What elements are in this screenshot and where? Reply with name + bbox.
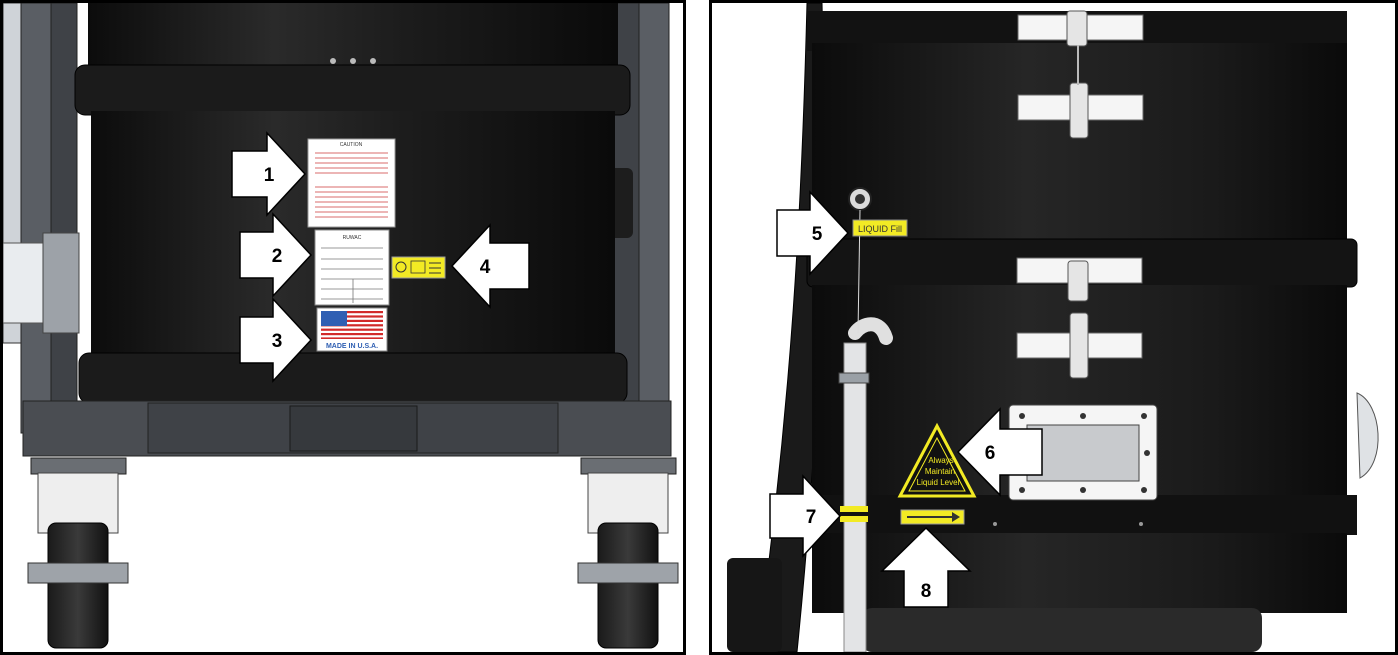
callout-arrow-2: 2 — [239, 212, 313, 298]
right-caster — [577, 457, 679, 649]
left-caster — [27, 457, 129, 649]
warning-line-1: Always — [928, 456, 953, 465]
callout-number-1: 1 — [264, 165, 275, 186]
front-view-panel: CAUTION RUWAC — [0, 0, 686, 655]
nameplate-brand: RUWAC — [343, 235, 362, 241]
made-in-usa-label: MADE IN U.S.A. — [316, 307, 388, 352]
warning-line-3: Liquid Level — [917, 478, 960, 487]
lower-latch — [1016, 257, 1143, 379]
callout-number-7: 7 — [806, 507, 817, 528]
caution-title: CAUTION — [340, 142, 363, 148]
liquid-fill-tag: LIQUID Fill — [852, 219, 908, 237]
fill-port — [848, 187, 872, 334]
base-frame — [22, 400, 672, 457]
caution-label: CAUTION — [307, 138, 396, 228]
upper-latch — [1017, 10, 1144, 139]
nameplate-label: RUWAC — [314, 229, 390, 306]
callout-number-6: 6 — [985, 443, 996, 464]
ul-yellow-label — [391, 256, 446, 279]
liquid-fill-text: LIQUID Fill — [858, 224, 902, 234]
flag-canton — [321, 311, 347, 326]
callout-number-8: 8 — [921, 581, 932, 602]
callout-arrow-5: 5 — [776, 190, 850, 276]
flow-arrow-label — [900, 509, 965, 525]
callout-arrow-6: 6 — [956, 407, 1043, 497]
callout-arrow-7: 7 — [769, 474, 842, 558]
made-in-text: MADE IN U.S.A. — [326, 343, 378, 350]
callout-number-2: 2 — [272, 246, 283, 267]
warning-triangle-label: Always Maintain Liquid Level — [897, 422, 977, 498]
callout-arrow-1: 1 — [231, 131, 307, 217]
callout-arrow-8: 8 — [880, 526, 972, 608]
callout-number-4: 4 — [480, 257, 491, 278]
sight-tube — [838, 317, 893, 652]
warning-line-2: Maintain — [925, 467, 955, 476]
callout-number-3: 3 — [272, 331, 283, 352]
callout-number-5: 5 — [812, 224, 823, 245]
access-plate — [1008, 404, 1158, 501]
front-view-drawing: CAUTION RUWAC — [3, 3, 679, 649]
side-view-panel: LIQUID Fill Always Maintain Liquid Level… — [709, 0, 1398, 655]
callout-arrow-4: 4 — [450, 223, 530, 309]
flag-stripes — [321, 311, 383, 339]
left-frame — [3, 3, 80, 434]
side-view-drawing: LIQUID Fill Always Maintain Liquid Level… — [727, 3, 1379, 652]
corrugated-hose — [727, 3, 825, 652]
callout-arrow-3: 3 — [239, 297, 313, 383]
drum-body — [74, 3, 631, 404]
